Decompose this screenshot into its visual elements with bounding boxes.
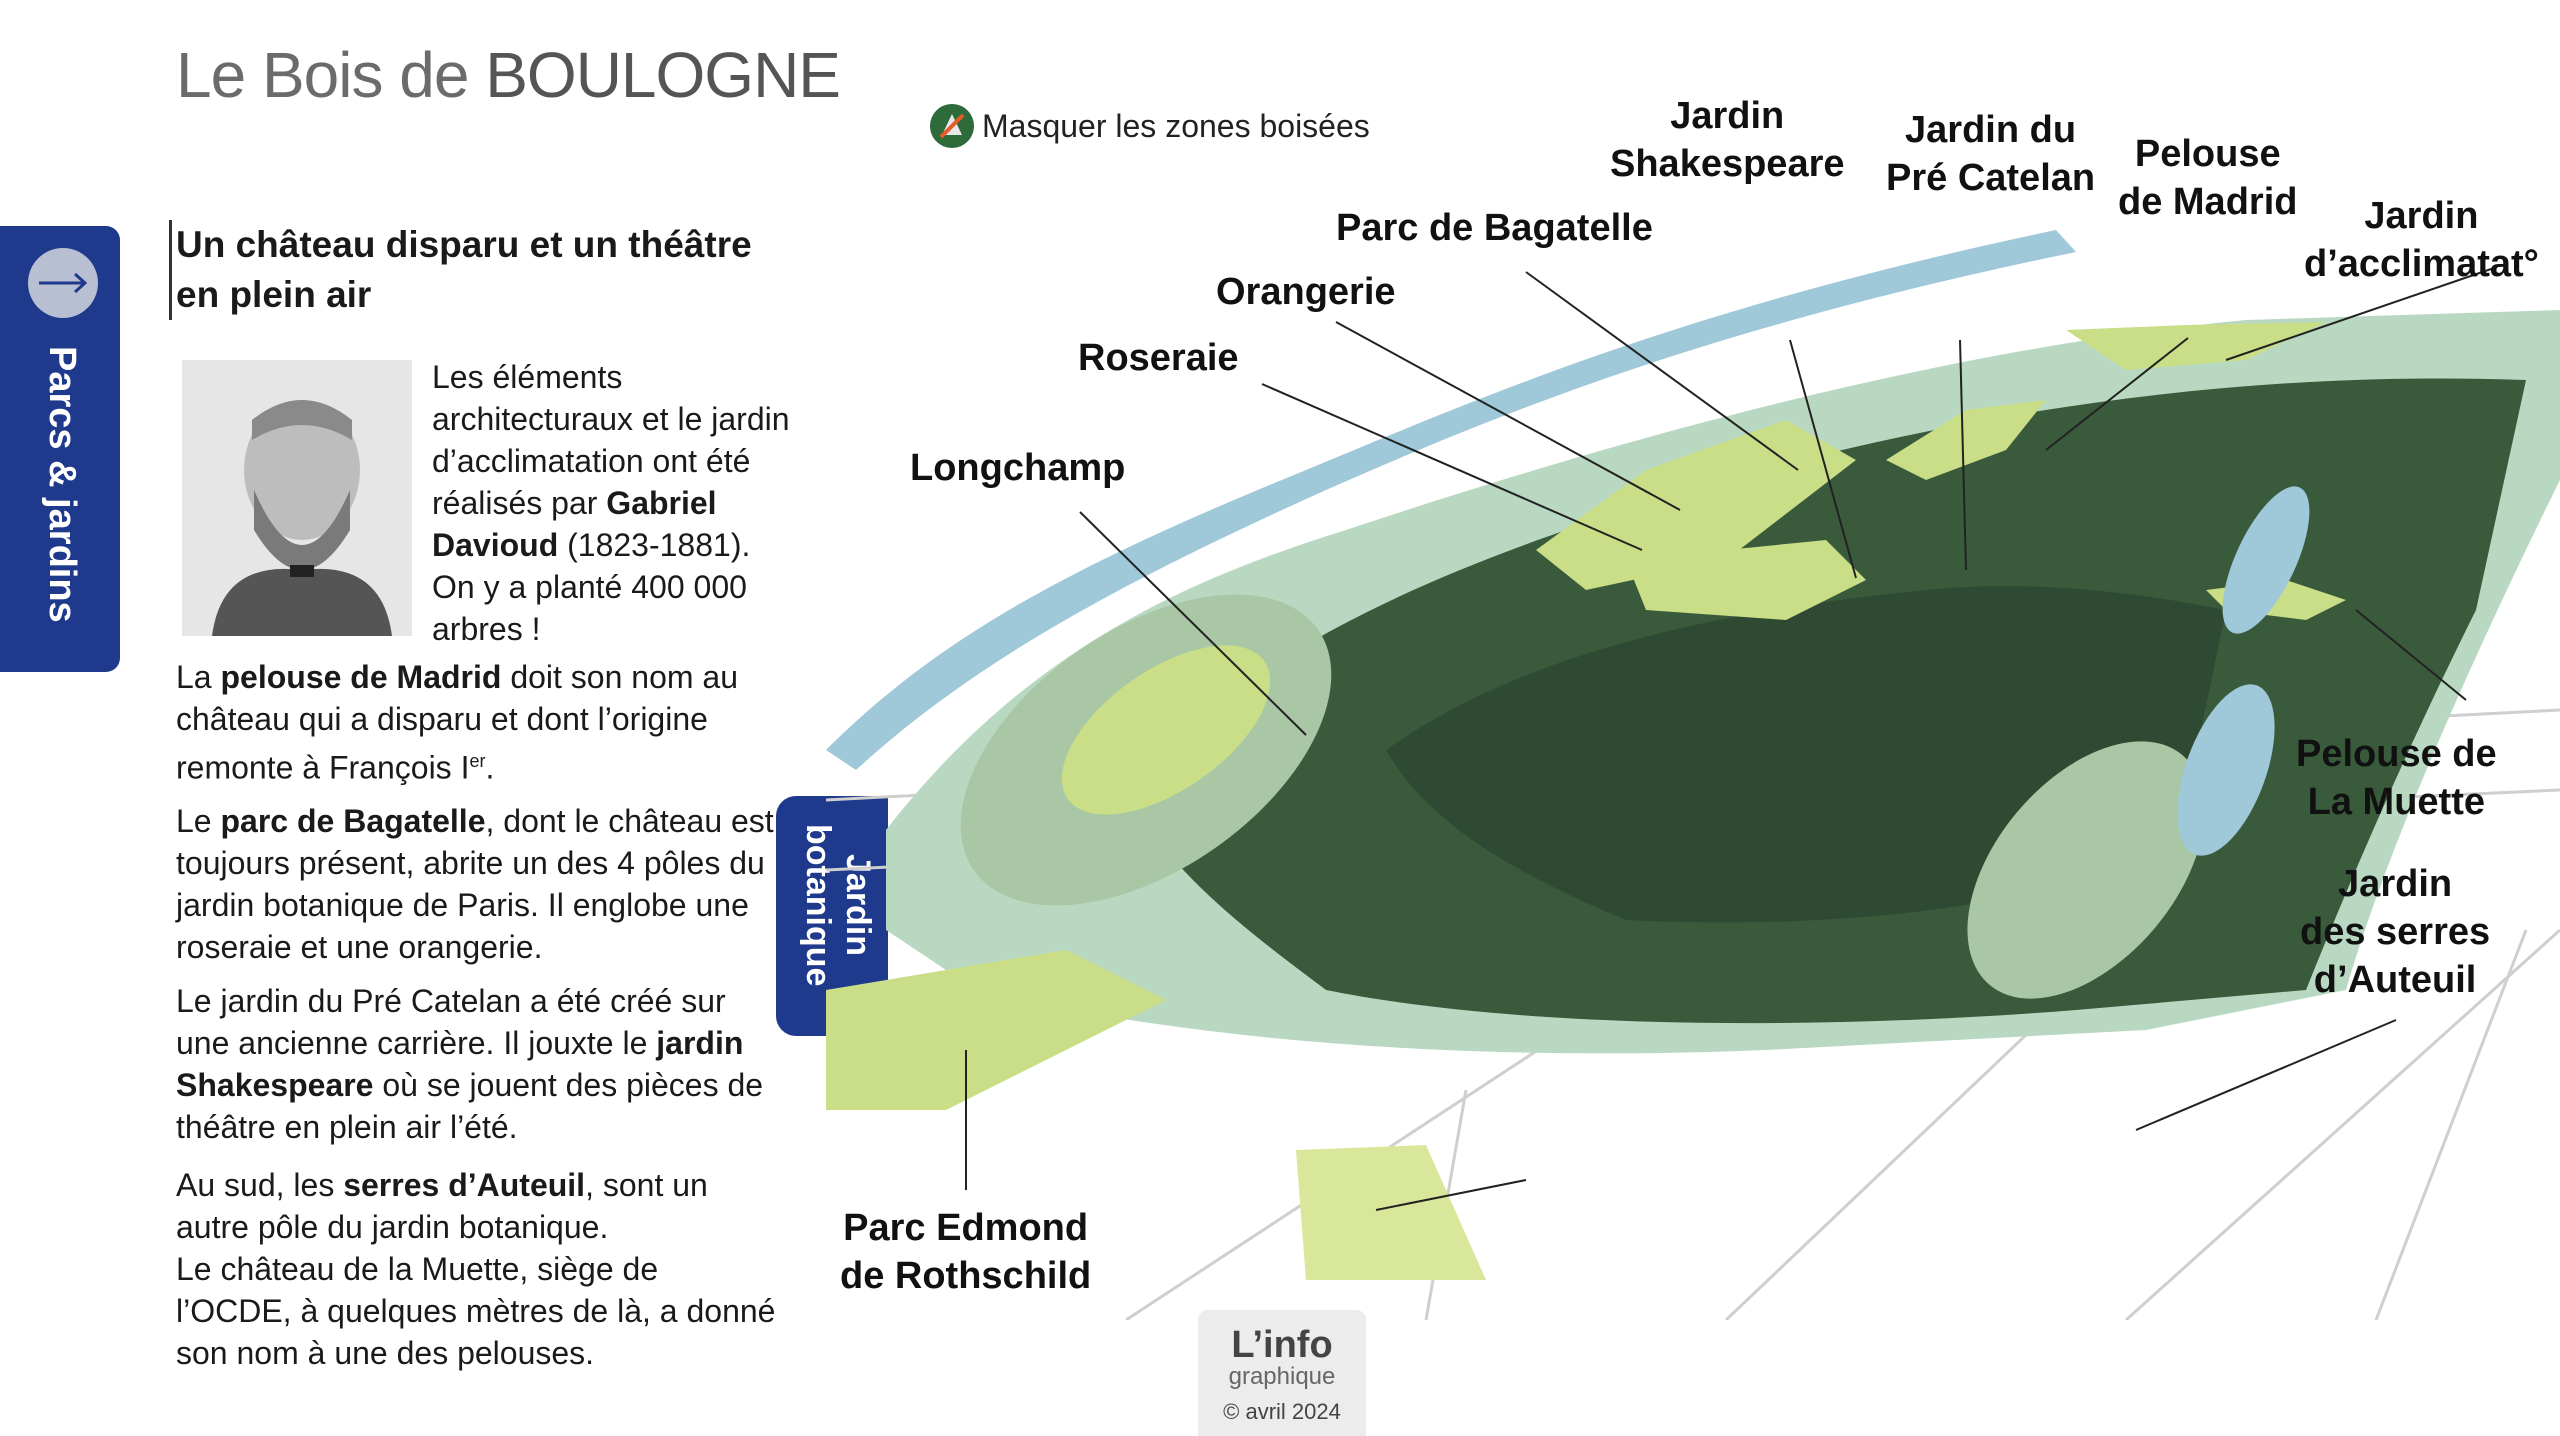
portrait-davioud (182, 360, 412, 636)
label-jardin-shakespeare[interactable]: Jardin Shakespeare (1610, 92, 1845, 188)
title-light: Le Bois de (176, 39, 469, 111)
heading-line-1: Un château disparu et un théâtre (176, 224, 752, 265)
serres-auteuil (1296, 1145, 1486, 1280)
leader-lines (965, 267, 2495, 1211)
tab-jardin-botanique-label: Jardin botanique (798, 824, 878, 986)
label-muette-line-1: Pelouse de (2296, 733, 2497, 775)
credit-sub: graphique (1228, 1363, 1336, 1390)
lawn-pre-catelan (1626, 540, 1866, 620)
p5-text-a: Au sud, les (176, 1167, 344, 1203)
lawn-madrid (1886, 400, 2046, 480)
label-madrid-line-1: Pelouse (2134, 133, 2281, 175)
label-shakespeare-line-1: Jardin (1670, 95, 1785, 137)
side-tab-label: Parcs & jardins (41, 346, 83, 623)
label-orangerie-line-1: Orangerie (1216, 271, 1396, 313)
side-tab-parcs[interactable]: Parcs & jardins (0, 226, 120, 672)
p2-text-c: doit son nom au château qui a disparu et… (176, 659, 739, 786)
bois-map (826, 230, 2560, 1320)
label-madrid-line-2: de Madrid (2118, 181, 2298, 223)
article-heading-block: Un château disparu et un théâtre en plei… (169, 220, 786, 320)
p1-text-a: Les éléments architecturaux et le jardin… (432, 359, 790, 521)
heading-line-2: en plein air (176, 274, 372, 315)
credit-badge: L’info graphique © avril 2024 (1198, 1310, 1366, 1436)
lawn-bagatelle (1536, 420, 1856, 590)
paragraph-3: Le parc de Bagatelle, dont le château es… (176, 800, 776, 968)
label-roseraie-line-1: Roseraie (1078, 337, 1239, 379)
hide-woods-toggle[interactable]: Masquer les zones boisées (930, 104, 1370, 148)
label-rothschild-line-2: de Rothschild (840, 1255, 1092, 1297)
p1-text-c: (1823-1881). On y a planté 400 000 arbre… (432, 527, 751, 647)
p2-sup: er (469, 751, 486, 771)
toggle-icon (930, 104, 974, 148)
label-jardin-acclimatation[interactable]: Jardin d’acclimatat° (2304, 192, 2539, 288)
p1-bold: Gabriel Davioud (432, 485, 717, 563)
paragraph-2: La pelouse de Madrid doit son nom au châ… (176, 656, 786, 789)
credit-brand: L’info (1231, 1324, 1333, 1366)
label-pre-catelan-line-2: Pré Catelan (1886, 157, 2096, 199)
p4-bold: jardin Shakespeare (176, 1025, 744, 1103)
label-jardin-pre-catelan[interactable]: Jardin du Pré Catelan (1886, 106, 2095, 202)
label-auteuil-line-3: d’Auteuil (2313, 959, 2477, 1001)
p4-text-a: Le jardin du Pré Catelan a été créé sur … (176, 983, 726, 1061)
label-auteuil-line-2: des serres (2300, 911, 2491, 953)
label-orangerie[interactable]: Orangerie (1216, 268, 1396, 316)
p5-bold: serres d’Auteuil (343, 1167, 586, 1203)
label-pelouse-madrid[interactable]: Pelouse de Madrid (2118, 130, 2297, 226)
label-serres-auteuil[interactable]: Jardin des serres d’Auteuil (2300, 860, 2490, 1004)
auteuil-track (1967, 741, 2205, 999)
parc-rothschild (826, 950, 1166, 1110)
label-shakespeare-line-2: Shakespeare (1610, 143, 1845, 185)
p3-text-c: , dont le château est toujours présent, … (176, 803, 774, 965)
p3-text-a: Le (176, 803, 221, 839)
label-acclimatation-line-2: d’acclimatat° (2304, 243, 2539, 285)
label-auteuil-line-1: Jardin (2338, 863, 2453, 905)
label-parc-rothschild[interactable]: Parc Edmond de Rothschild (840, 1204, 1091, 1300)
tab-jb-line-1: Jardin (839, 854, 877, 957)
arrow-right-icon[interactable] (28, 248, 98, 318)
lawn-acclimatation (2066, 322, 2326, 370)
label-longchamp-line-1: Longchamp (910, 447, 1126, 489)
paragraph-5: Au sud, les serres d’Auteuil, sont un au… (176, 1164, 776, 1374)
lake-superieur (2177, 684, 2275, 856)
longchamp-lawn (1061, 645, 1271, 815)
lake-inferieur (2222, 486, 2310, 634)
title-strong: BOULOGNE (485, 39, 841, 111)
label-roseraie[interactable]: Roseraie (1078, 334, 1239, 382)
p6-text: Le château de la Muette, siège de l’OCDE… (176, 1251, 776, 1371)
p2-bold: pelouse de Madrid (220, 659, 502, 695)
p3-bold: parc de Bagatelle (220, 803, 486, 839)
credit-date: © avril 2024 (1223, 1399, 1341, 1424)
p2-text-a: La (176, 659, 221, 695)
p2-text-d: . (485, 749, 495, 786)
label-rothschild-line-1: Parc Edmond (843, 1207, 1089, 1249)
page-title: Le Bois de BOULOGNE (176, 38, 841, 112)
article-heading: Un château disparu et un théâtre en plei… (169, 220, 786, 320)
label-parc-bagatelle[interactable]: Parc de Bagatelle (1336, 204, 1653, 252)
tab-jb-line-2: botanique (799, 824, 837, 987)
label-pelouse-muette[interactable]: Pelouse de La Muette (2296, 730, 2497, 826)
label-acclimatation-line-1: Jardin (2364, 195, 2479, 237)
label-pre-catelan-line-1: Jardin du (1905, 109, 2077, 151)
toggle-label: Masquer les zones boisées (982, 107, 1370, 144)
label-muette-line-2: La Muette (2307, 781, 2485, 823)
p5-text-c: , sont un autre pôle du jardin botanique… (176, 1167, 708, 1245)
label-bagatelle-line-1: Parc de Bagatelle (1336, 207, 1653, 249)
paragraph-1: Les éléments architecturaux et le jardin… (432, 356, 792, 650)
label-longchamp[interactable]: Longchamp (910, 444, 1125, 492)
paragraph-4: Le jardin du Pré Catelan a été créé sur … (176, 980, 776, 1148)
p4-text-c: où se jouent des pièces de théâtre en pl… (176, 1067, 764, 1145)
